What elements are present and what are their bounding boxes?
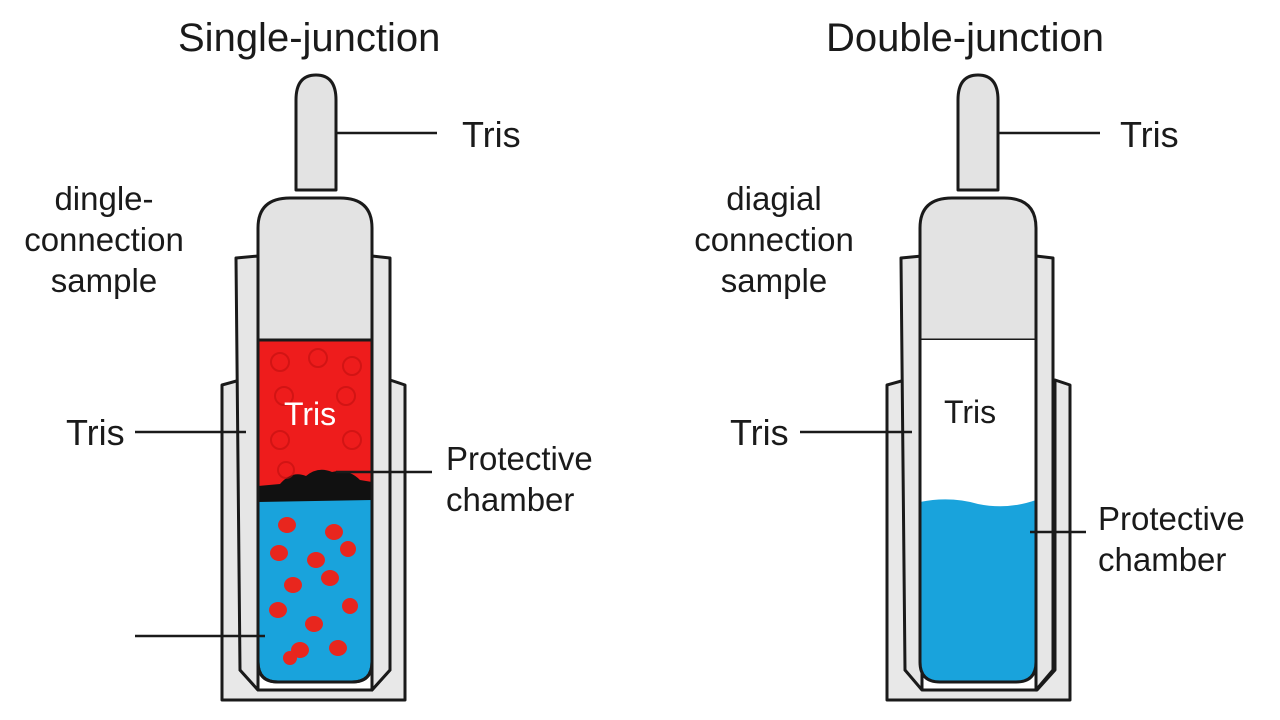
double-tris-inner-label: Tris	[944, 394, 997, 430]
middle-sleeve	[899, 254, 924, 692]
red-area-circles	[270, 348, 362, 479]
leader-lines	[135, 131, 437, 638]
sediment-layer	[258, 469, 372, 502]
protective-line-1: Protective	[446, 440, 593, 477]
single-tris-inner-label: Tris	[284, 396, 337, 432]
single-sample-label: dingle- connection sample	[14, 178, 194, 301]
blue-electrolyte	[256, 488, 374, 684]
double-protective-label: Protective chamber	[1098, 498, 1245, 580]
single-tris-left-label: Tris	[66, 412, 125, 453]
protective-line-2: chamber	[446, 481, 575, 518]
double-tris-left-label: Tris	[730, 412, 789, 453]
fill-port-cap	[956, 73, 1000, 192]
double-junction-title: Double-junction	[826, 16, 1104, 60]
double-tris-top-label: Tris	[1120, 114, 1179, 155]
fill-port-cap	[294, 73, 338, 192]
double-junction-electrode	[800, 73, 1100, 702]
single-junction-title: Single-junction	[178, 16, 441, 60]
sample-line-2: connection	[24, 221, 184, 258]
double-sample-label: diagial connection sample	[684, 178, 864, 301]
middle-sleeve	[234, 254, 260, 692]
red-beads	[269, 517, 358, 665]
sample-line-1: dingle-	[54, 180, 154, 217]
single-tris-top-label: Tris	[462, 114, 521, 155]
clear-electrolyte	[920, 340, 1036, 505]
upper-reservoir	[256, 196, 374, 342]
upper-reservoir	[918, 196, 1038, 342]
single-protective-label: Protective chamber	[446, 438, 593, 520]
leader-lines	[800, 131, 1100, 534]
blue-electrolyte	[920, 499, 1036, 682]
protective-line-1: Protective	[1098, 500, 1245, 537]
sample-line-3: sample	[720, 262, 828, 299]
sample-line-2: connection	[694, 221, 854, 258]
single-junction-electrode	[135, 73, 437, 702]
sample-line-3: sample	[50, 262, 158, 299]
sample-line-1: diagial	[726, 180, 822, 217]
protective-line-2: chamber	[1098, 541, 1227, 578]
